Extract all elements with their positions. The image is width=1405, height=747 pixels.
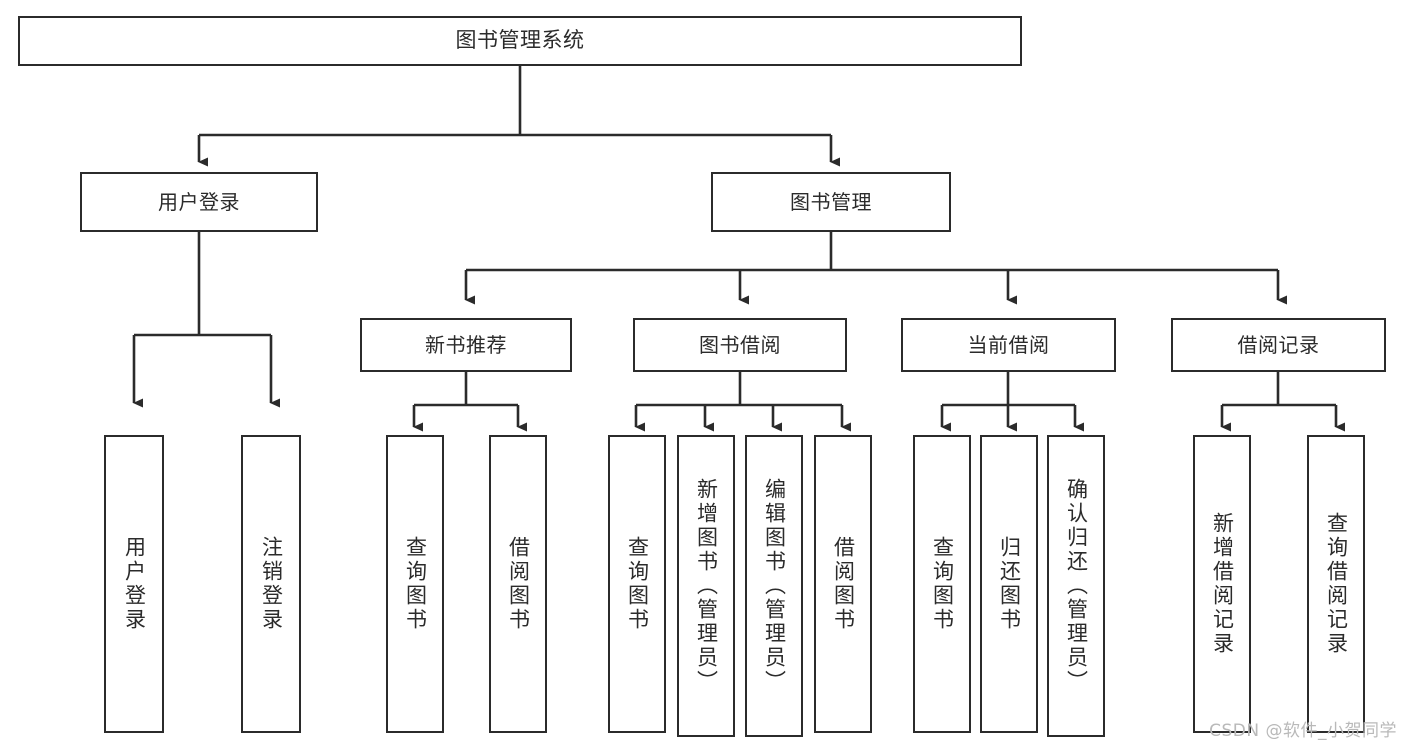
node-label: 用户登录 (158, 189, 240, 214)
node-label: 查询借阅记录 (1324, 512, 1349, 656)
node-borrow-record[interactable]: 借阅记录 (1171, 318, 1386, 372)
node-label: 新增图书（管理员） (694, 478, 719, 694)
leaf-query-borrow-record[interactable]: 查询借阅记录 (1307, 435, 1365, 733)
leaf-query-book-recommend[interactable]: 查询图书 (386, 435, 444, 733)
node-book-management[interactable]: 图书管理 (711, 172, 951, 232)
node-label: 借阅图书 (831, 536, 856, 632)
node-label: 查询图书 (930, 536, 955, 632)
node-label: 当前借阅 (967, 332, 1050, 357)
leaf-logout-login[interactable]: 注销登录 (241, 435, 301, 733)
leaf-borrow-book[interactable]: 借阅图书 (814, 435, 872, 733)
node-label: 归还图书 (997, 536, 1022, 632)
node-label: 借阅记录 (1237, 332, 1320, 357)
node-current-borrow[interactable]: 当前借阅 (901, 318, 1116, 372)
node-label: 新书推荐 (425, 332, 507, 357)
node-new-book-recommend[interactable]: 新书推荐 (360, 318, 572, 372)
node-label: 图书管理系统 (455, 28, 585, 53)
node-label: 新增借阅记录 (1210, 512, 1235, 656)
leaf-edit-book-admin[interactable]: 编辑图书（管理员） (745, 435, 803, 737)
leaf-borrow-book-recommend[interactable]: 借阅图书 (489, 435, 547, 733)
node-label: 查询图书 (403, 536, 428, 632)
node-label: 编辑图书（管理员） (762, 478, 787, 694)
leaf-query-book-current[interactable]: 查询图书 (913, 435, 971, 733)
node-label: 用户登录 (122, 536, 147, 632)
leaf-user-login[interactable]: 用户登录 (104, 435, 164, 733)
node-label: 注销登录 (259, 536, 284, 632)
node-label: 查询图书 (625, 536, 650, 632)
leaf-confirm-return-admin[interactable]: 确认归还（管理员） (1047, 435, 1105, 737)
leaf-add-book-admin[interactable]: 新增图书（管理员） (677, 435, 735, 737)
leaf-return-book[interactable]: 归还图书 (980, 435, 1038, 733)
node-label: 图书借阅 (699, 332, 781, 357)
node-user-login[interactable]: 用户登录 (80, 172, 318, 232)
node-label: 借阅图书 (506, 536, 531, 632)
leaf-query-book-borrow[interactable]: 查询图书 (608, 435, 666, 733)
node-label: 图书管理 (790, 189, 872, 214)
leaf-add-borrow-record[interactable]: 新增借阅记录 (1193, 435, 1251, 733)
watermark-text: CSDN @软件_小贺同学 (1209, 721, 1397, 741)
node-root-book-management-system[interactable]: 图书管理系统 (18, 16, 1022, 66)
node-label: 确认归还（管理员） (1064, 478, 1089, 694)
node-book-borrow[interactable]: 图书借阅 (633, 318, 847, 372)
